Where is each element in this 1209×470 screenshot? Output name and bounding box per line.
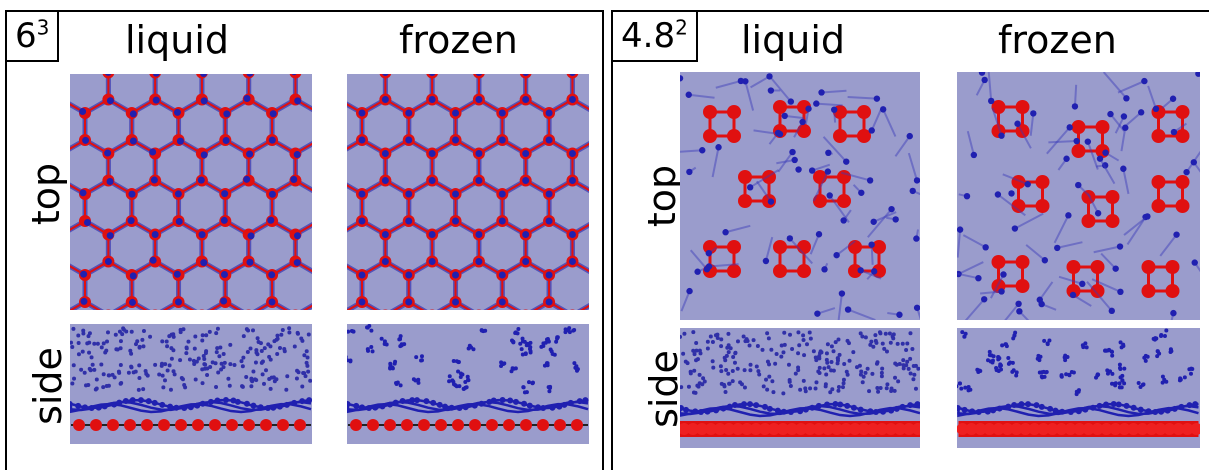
image-top-frozen bbox=[347, 74, 589, 310]
lattice-label: 4.82 bbox=[611, 10, 698, 62]
image-top-frozen bbox=[957, 72, 1200, 320]
column-header-liquid: liquid bbox=[125, 18, 229, 62]
column-header-frozen: frozen bbox=[399, 18, 518, 62]
image-top-liquid bbox=[70, 74, 312, 310]
column-header-liquid: liquid bbox=[741, 18, 845, 62]
image-side-frozen bbox=[957, 328, 1200, 448]
column-header-frozen: frozen bbox=[998, 18, 1117, 62]
lattice-superscript: 3 bbox=[37, 16, 50, 40]
image-side-frozen bbox=[347, 324, 589, 444]
image-side-liquid bbox=[680, 328, 920, 448]
image-side-liquid bbox=[70, 324, 312, 444]
row-label-side: side bbox=[26, 347, 70, 425]
lattice-base: 6 bbox=[15, 16, 37, 56]
row-label-top: top bbox=[24, 163, 68, 225]
image-top-liquid bbox=[680, 72, 920, 320]
row-label-top: top bbox=[640, 165, 684, 227]
lattice-label: 63 bbox=[5, 10, 59, 62]
lattice-superscript: 2 bbox=[675, 16, 688, 40]
lattice-base: 4.8 bbox=[621, 16, 675, 56]
panel-honeycomb: 63 liquid frozen top side bbox=[5, 10, 604, 470]
panel-square-octagon: 4.82 liquid frozen top side bbox=[611, 10, 1209, 470]
